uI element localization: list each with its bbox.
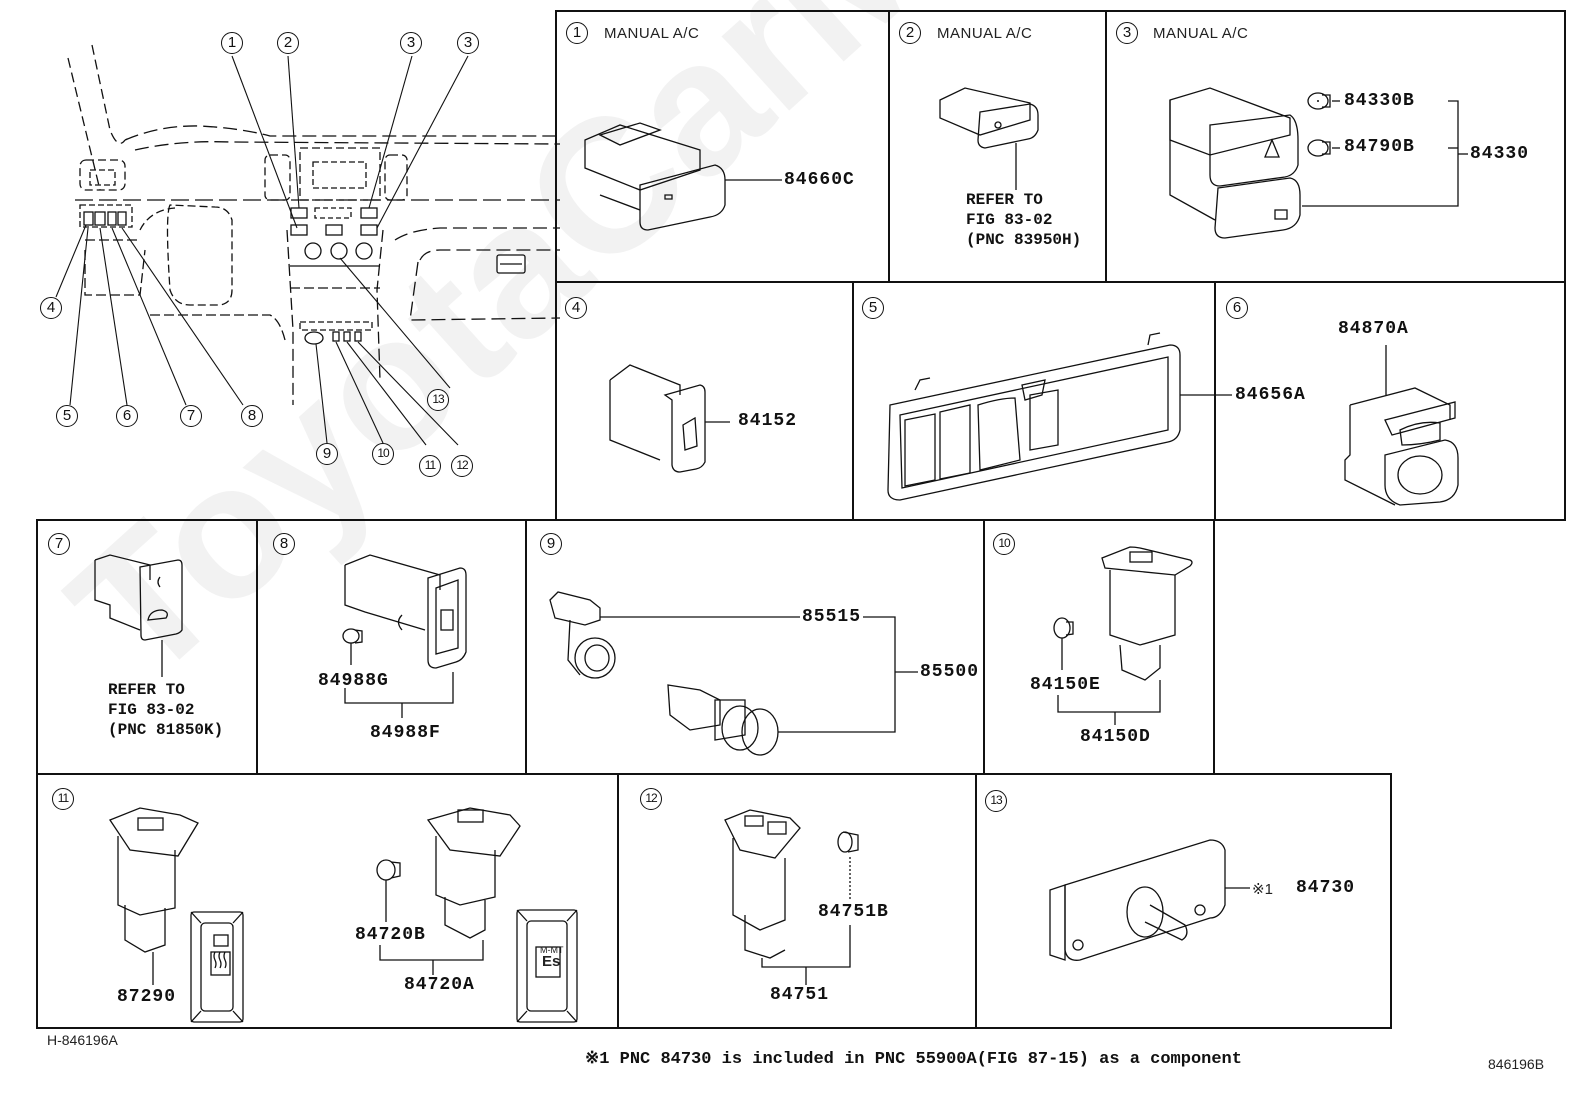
part-84720A[interactable]: 84720A bbox=[404, 975, 475, 995]
part-85515[interactable]: 85515 bbox=[802, 607, 862, 627]
panel-1-header: MANUAL A/C bbox=[604, 25, 700, 42]
headlight-leveling-switch-drawing bbox=[609, 364, 706, 473]
part-84150E[interactable]: 84150E bbox=[1030, 675, 1101, 695]
panel-9-number: 9 bbox=[540, 533, 562, 555]
callout-1: 1 bbox=[221, 32, 243, 54]
part-84870A[interactable]: 84870A bbox=[1338, 319, 1409, 339]
bulb-84790B-drawing bbox=[1307, 139, 1331, 157]
trunk-opener-switch-drawing bbox=[94, 554, 183, 641]
panel-7-number: 7 bbox=[48, 533, 70, 555]
footnote: ※1 PNC 84730 is included in PNC 55900A(F… bbox=[585, 1050, 1242, 1069]
bulb-84751B-drawing bbox=[837, 831, 859, 853]
callout-8: 8 bbox=[241, 405, 263, 427]
airbag-switch-drawing bbox=[939, 87, 1039, 149]
part-84720B[interactable]: 84720B bbox=[355, 925, 426, 945]
a-pillar-line bbox=[67, 57, 101, 191]
part-84988G[interactable]: 84988G bbox=[318, 671, 389, 691]
seat-heater-bezel-drawing bbox=[190, 911, 244, 1023]
panel-10-number: 10 bbox=[993, 533, 1015, 555]
part-84150D[interactable]: 84150D bbox=[1080, 727, 1151, 747]
leader-3a bbox=[368, 55, 413, 209]
part-84330[interactable]: 84330 bbox=[1470, 144, 1530, 164]
callout-4: 4 bbox=[40, 297, 62, 319]
leader-11 bbox=[346, 341, 427, 446]
eco-mode-bezel-drawing bbox=[516, 909, 578, 1023]
switch-84988F-drawing bbox=[344, 554, 467, 669]
socket-85515-drawing bbox=[549, 591, 616, 679]
panel-5-number: 5 bbox=[862, 297, 884, 319]
panel-6-number: 6 bbox=[1226, 297, 1248, 319]
part-84152[interactable]: 84152 bbox=[738, 411, 798, 431]
part-84330B[interactable]: 84330B bbox=[1344, 91, 1415, 111]
panel-1-number: 1 bbox=[566, 22, 588, 44]
leader-8 bbox=[121, 227, 244, 406]
panel-4-number: 4 bbox=[565, 297, 587, 319]
note-mark-1: ※1 bbox=[1252, 881, 1273, 898]
panel-12-number: 12 bbox=[640, 788, 662, 810]
dashboard-overview-drawing bbox=[55, 44, 560, 446]
switch-87290-drawing bbox=[109, 807, 199, 953]
callout-10: 10 bbox=[372, 443, 394, 465]
panel-8-number: 8 bbox=[273, 533, 295, 555]
callout-11: 11 bbox=[419, 455, 441, 477]
bulb-84150E-drawing bbox=[1053, 617, 1074, 639]
panel-13-number: 13 bbox=[985, 790, 1007, 812]
switch-84720A-drawing bbox=[426, 807, 521, 939]
callout-3b: 3 bbox=[457, 32, 479, 54]
callout-12: 12 bbox=[451, 455, 473, 477]
callout-5: 5 bbox=[56, 405, 78, 427]
panel-11-number: 11 bbox=[52, 788, 74, 810]
part-84790B[interactable]: 84790B bbox=[1344, 137, 1415, 157]
leader-3b bbox=[376, 55, 469, 229]
callout-3a: 3 bbox=[400, 32, 422, 54]
es-label: Es bbox=[542, 953, 561, 970]
panel-6 bbox=[1214, 281, 1566, 521]
part-84660C[interactable]: 84660C bbox=[784, 170, 855, 190]
refer-note-panel-2: REFER TO FIG 83-02 (PNC 83950H) bbox=[966, 191, 1082, 249]
switch-84751-drawing bbox=[724, 809, 801, 959]
refer-note-panel-7: REFER TO FIG 83-02 (PNC 81850K) bbox=[108, 681, 224, 739]
leader-12 bbox=[357, 341, 459, 446]
switch-84150D-drawing bbox=[1101, 546, 1193, 681]
bulb-84988G-drawing bbox=[342, 628, 363, 644]
leader-4 bbox=[55, 224, 87, 298]
callout-9: 9 bbox=[316, 443, 338, 465]
leader-2 bbox=[287, 55, 300, 209]
panel-2-number: 2 bbox=[899, 22, 921, 44]
figure-code-left: H-846196A bbox=[47, 1032, 118, 1048]
part-85500[interactable]: 85500 bbox=[920, 662, 980, 682]
part-84730[interactable]: 84730 bbox=[1296, 878, 1356, 898]
mirror-switch-drawing bbox=[1344, 387, 1459, 506]
callout-6: 6 bbox=[116, 405, 138, 427]
callout-13: 13 bbox=[427, 389, 449, 411]
panel-3-number: 3 bbox=[1116, 22, 1138, 44]
leader-5 bbox=[69, 227, 89, 406]
figure-code-right: 846196B bbox=[1488, 1056, 1545, 1072]
leader-10 bbox=[335, 341, 384, 444]
leader-13 bbox=[339, 257, 451, 389]
part-84988F[interactable]: 84988F bbox=[370, 723, 441, 743]
part-84751B[interactable]: 84751B bbox=[818, 902, 889, 922]
hazard-defogger-switch-drawing bbox=[1169, 87, 1301, 239]
leader-6 bbox=[99, 227, 128, 406]
panel-2-header: MANUAL A/C bbox=[937, 25, 1033, 42]
toggle-switch-drawing bbox=[1049, 839, 1226, 961]
switch-bezel-drawing bbox=[887, 332, 1181, 501]
part-87290[interactable]: 87290 bbox=[117, 987, 177, 1007]
callout-7: 7 bbox=[180, 405, 202, 427]
panel-3-header: MANUAL A/C bbox=[1153, 25, 1249, 42]
leader-7 bbox=[111, 227, 187, 406]
leader-9 bbox=[315, 343, 328, 444]
panel-13 bbox=[975, 773, 1392, 1029]
callout-2: 2 bbox=[277, 32, 299, 54]
part-84656A[interactable]: 84656A bbox=[1235, 385, 1306, 405]
bulb-84720B-drawing bbox=[376, 859, 401, 881]
part-84751[interactable]: 84751 bbox=[770, 985, 830, 1005]
leader-1 bbox=[231, 55, 298, 229]
bulb-84330B-drawing bbox=[1307, 92, 1331, 110]
mmt-label: M-MT bbox=[540, 945, 564, 955]
lighter-85500-drawing bbox=[667, 684, 779, 756]
ac-switch-drawing bbox=[584, 122, 726, 231]
